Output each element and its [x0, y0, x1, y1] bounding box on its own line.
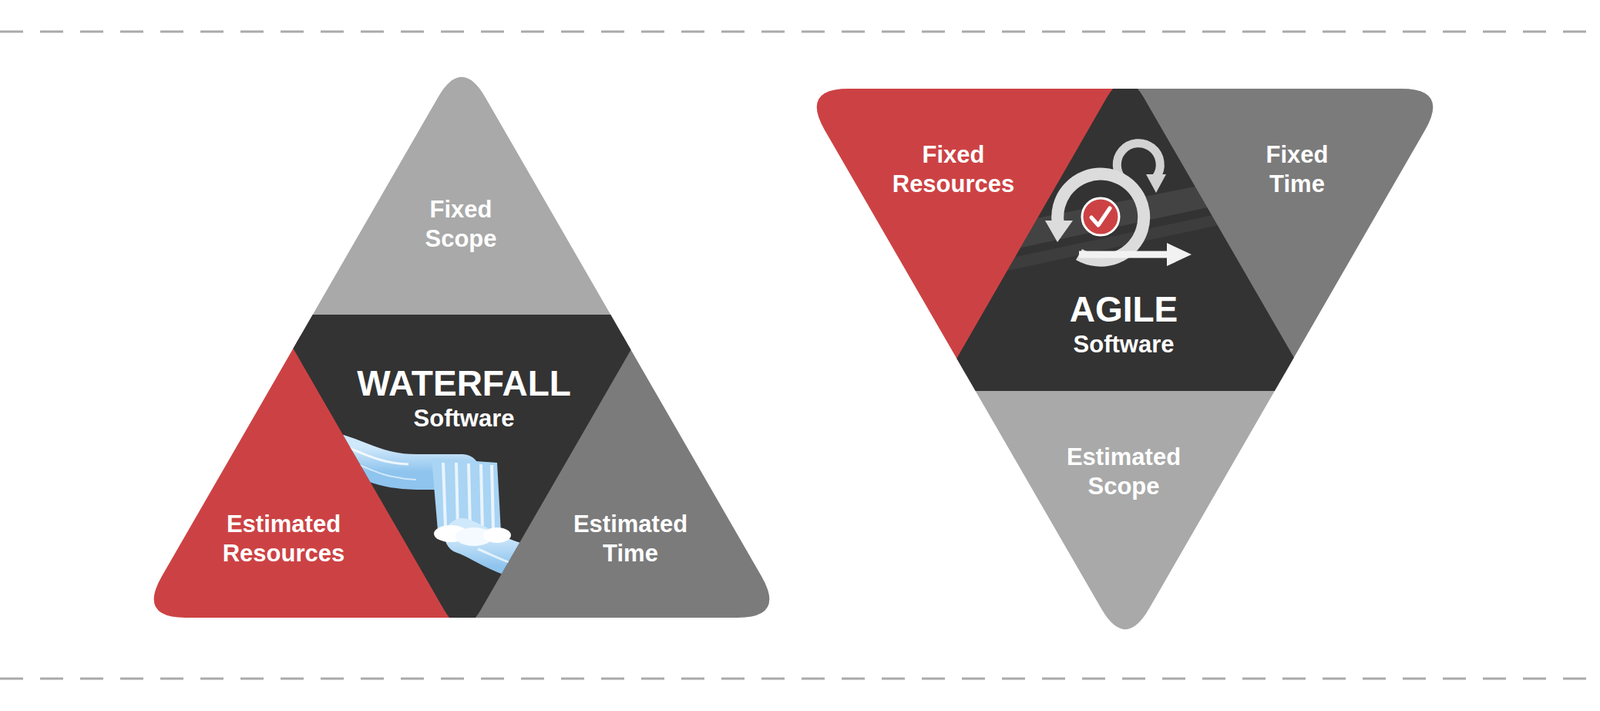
foam	[483, 527, 511, 543]
dashed-rule	[0, 30, 1600, 34]
segment-fill	[950, 81, 1301, 391]
method-title: AGILE	[1069, 288, 1179, 330]
method-subtitle: Software	[1069, 329, 1179, 360]
foam	[455, 527, 493, 546]
river	[462, 535, 555, 567]
segment-fill	[289, 38, 635, 343]
label-block: AGILESoftware	[1069, 288, 1179, 360]
forward-arrow	[1078, 251, 1172, 259]
segment-label: Estimated Scope	[1066, 442, 1181, 501]
river-highlight	[477, 548, 540, 569]
light-band	[924, 160, 1326, 269]
method-title: WATERFALL	[356, 362, 572, 404]
label-block: Fixed Time	[1266, 140, 1329, 199]
segment-shape	[289, 38, 635, 343]
loop-arrow	[1116, 143, 1160, 181]
light-band	[924, 191, 1326, 289]
loop-arrowhead	[1146, 174, 1167, 193]
river	[292, 447, 463, 472]
scope-segment: Estimated Scope	[955, 366, 1295, 659]
segment-label: Estimated Time	[573, 509, 688, 569]
segment-label: Fixed Scope	[424, 194, 497, 254]
center-triangle: WATERFALLSoftware	[273, 314, 652, 642]
label-block: Fixed Resources	[892, 140, 1016, 199]
check-mark	[1091, 208, 1110, 226]
waterfall-illustration	[292, 441, 555, 569]
segment-fill-group	[950, 81, 1301, 391]
label-block: Estimated Time	[573, 509, 688, 569]
label-block: Estimated Resources	[222, 509, 346, 569]
forward-arrowhead	[1166, 242, 1192, 266]
foam	[433, 524, 468, 542]
segment-fill-group	[955, 366, 1295, 659]
waterfall-drop	[431, 457, 501, 532]
cycle-arrow	[1057, 174, 1144, 261]
center-triangle: AGILESoftware	[937, 65, 1314, 391]
segment-label: Fixed Time	[1266, 140, 1329, 199]
label-block: Fixed Scope	[424, 194, 497, 254]
river-highlight	[323, 456, 417, 480]
agile-band	[924, 160, 1326, 289]
agile-icon	[1045, 143, 1192, 266]
waterfall-streaks	[443, 462, 494, 531]
segment-fill	[955, 366, 1295, 659]
segment-fill-group	[285, 314, 639, 626]
method-subtitle: Software	[356, 403, 572, 434]
segment-shape	[955, 366, 1295, 659]
scope-segment: Fixed Scope	[289, 38, 635, 343]
river-highlight	[308, 441, 409, 464]
cycle-arrowhead	[1045, 220, 1073, 243]
segment-fill-group	[289, 38, 635, 343]
label-block: Estimated Scope	[1066, 442, 1181, 501]
check-badge	[1082, 198, 1120, 236]
segment-fill	[285, 314, 639, 626]
dashed-rule	[0, 677, 1600, 680]
segment-label: Estimated Resources	[222, 509, 346, 569]
label-block: WATERFALLSoftware	[356, 362, 572, 434]
segment-label: Fixed Resources	[892, 140, 1016, 199]
